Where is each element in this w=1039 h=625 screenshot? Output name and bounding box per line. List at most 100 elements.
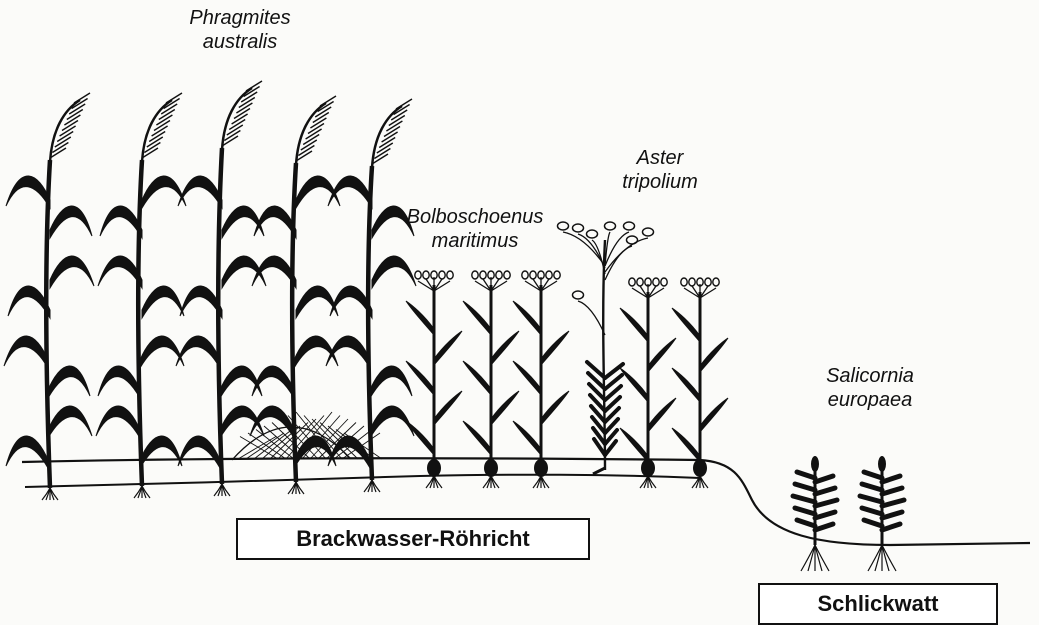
aster-flower-head [643,228,654,236]
reed-leaf [252,366,294,398]
sedge-flower-head [629,278,667,298]
sedge-leaf [406,301,434,335]
salicornia-plants [793,456,904,571]
reed-leaf [142,286,184,318]
sedge-leaf [648,398,676,432]
sedge-leaf [491,391,519,425]
salicornia-segment [882,512,902,518]
sedge-leaf [491,331,519,365]
reed-leaf [6,436,48,468]
aster-flower-head [624,222,635,230]
salicornia-segment [860,496,882,502]
salicornia-segment [797,520,815,526]
reed-leaf [100,206,142,238]
sedge-leaf [541,391,569,425]
sedge-bulb [534,459,548,477]
sedge-leaf [672,368,700,402]
sedge-leaf [463,421,491,455]
reed-leaf [6,176,50,208]
label-aster-genus: Aster [600,146,720,170]
label-bolboschoenus-species: maritimus [385,229,565,253]
aster-flower-head [573,224,584,232]
reed-leaf [252,256,296,288]
reed-plant [326,99,416,492]
sedge-leaf [513,421,541,455]
reed-panicle [222,81,262,150]
aster-plant [558,222,654,474]
reed-leaf [178,436,220,468]
aster-flower-head [605,222,616,230]
reed-panicle [142,93,182,162]
reed-leaf [326,336,370,368]
salicornia-segment [795,508,815,514]
aster-flower-head [587,230,598,238]
sedge-bulb [484,459,498,477]
reed-leaf [48,406,92,438]
sedge-leaf [700,338,728,372]
label-bolboschoenus: Bolboschoenus maritimus [385,205,565,253]
sedge-flower-head [681,278,719,298]
reed-leaf [140,436,182,468]
salicornia-segment [882,488,902,494]
sedge-bulb [641,459,655,477]
sedge-bulb [427,459,441,477]
sedge-leaf [406,421,434,455]
label-aster-species: tripolium [600,170,720,194]
reed-leaf [48,366,90,398]
soil-lower-line [25,475,700,487]
sedge-leaf [541,331,569,365]
bolboschoenus-plants [406,271,728,488]
sedge-plant [620,278,676,488]
reed-leaf [370,366,412,398]
salicornia-segment [793,496,815,502]
salicornia-segment [862,484,882,490]
label-phragmites-species: australis [160,30,320,54]
sedge-leaf [463,301,491,335]
salicornia-segment [864,520,882,526]
sedge-leaf [463,361,491,395]
sedge-plant [406,271,462,488]
reed-leaf [4,336,48,368]
reed-leaf [98,256,142,288]
salicornia-segment [815,500,837,506]
sedge-plant [463,271,519,488]
salicornia-segment [815,488,835,494]
reed-leaf [328,176,372,208]
reed-leaf [50,256,94,288]
reed-leaf [372,256,416,288]
reed-plant [4,93,94,500]
phragmites-plants [4,81,416,500]
aster-flower-head [573,291,584,299]
reed-leaf [180,286,222,318]
sedge-bulb [693,459,707,477]
reed-leaf [254,206,296,238]
salicornia-segment [797,472,815,478]
reed-plant [96,93,186,498]
sedge-flower-head [522,271,560,291]
zone-label-mudflat: Schlickwatt [758,583,998,625]
salicornia-segment [815,512,835,518]
salicornia-segment [882,476,900,482]
sedge-leaf [620,368,648,402]
reed-leaf [222,206,264,238]
sedge-plant [672,278,728,488]
reed-panicle [296,96,336,165]
zone-label-reed: Brackwasser-Röhricht [236,518,590,560]
label-phragmites: Phragmites australis [160,6,320,54]
salicornia-segment [815,476,833,482]
label-aster: Aster tripolium [600,146,720,194]
salicornia-segment [882,500,904,506]
label-salicornia: Salicornia europaea [800,364,940,412]
salicornia-segment [882,524,900,530]
salicornia-plant [793,456,837,571]
sedge-leaf [513,361,541,395]
reed-leaf [50,206,92,238]
sedge-leaf [672,428,700,462]
sedge-plant [513,271,569,488]
reed-leaf [98,366,140,398]
sedge-leaf [620,428,648,462]
sedge-leaf [700,398,728,432]
reed-panicle [50,93,90,162]
reed-leaf [96,406,140,438]
